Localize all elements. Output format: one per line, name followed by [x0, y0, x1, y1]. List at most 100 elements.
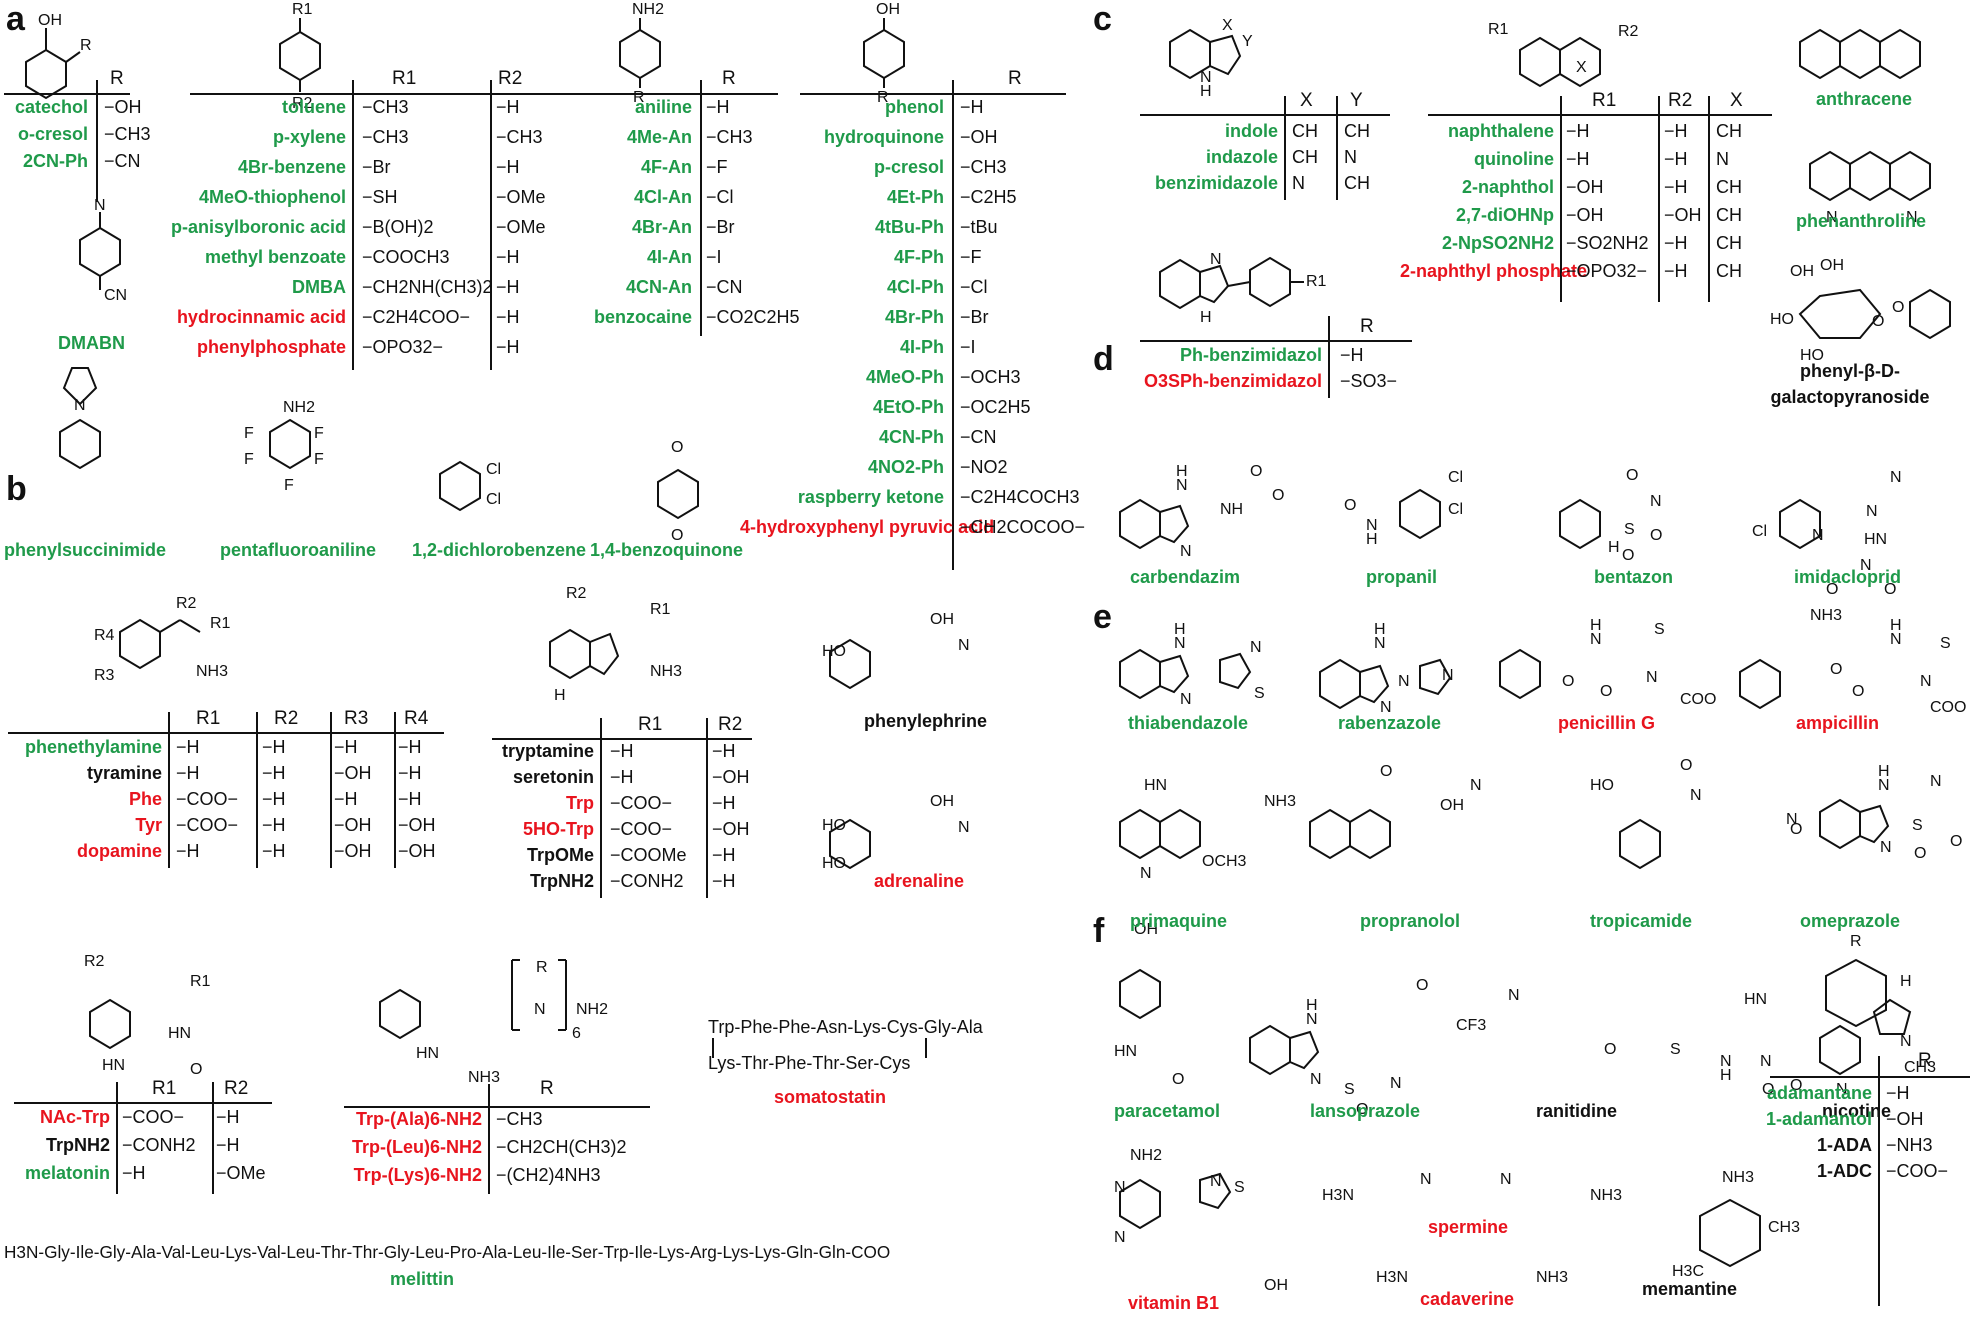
svg-text:NH2: NH2 — [632, 1, 664, 18]
table-row-value: −OH — [1886, 1109, 1924, 1129]
dmabn-label: DMABN — [58, 333, 125, 353]
indole-table-rule — [1140, 114, 1390, 116]
table-row-name: benzocaine — [593, 307, 692, 327]
table-row-value: −CH3 — [104, 124, 151, 144]
disulfide-bond-1 — [712, 1038, 714, 1058]
phenylsuccinimide-label: phenylsuccinimide — [4, 540, 167, 560]
table-row-name: Trp-(Lys)6-NH2 — [353, 1165, 482, 1185]
svg-text:H3C: H3C — [1672, 1263, 1704, 1280]
indole-div-2 — [1336, 96, 1338, 200]
svg-text:NH3: NH3 — [1590, 1187, 1622, 1204]
table-row-value: −H — [1566, 121, 1590, 141]
table-row-value: −OH — [334, 763, 372, 783]
table-row-value: −CH3 — [496, 127, 543, 147]
svg-text:N: N — [534, 1001, 546, 1018]
svg-text:HO: HO — [1800, 347, 1824, 364]
svg-text:N: N — [1826, 209, 1838, 226]
svg-text:HO: HO — [1770, 311, 1794, 328]
table-row-name: indole — [1225, 121, 1278, 141]
svg-text:O: O — [1826, 581, 1838, 598]
table-row-value: CH — [1716, 205, 1742, 225]
table-row-value: −H — [176, 763, 200, 783]
svg-text:O: O — [1416, 977, 1428, 994]
svg-text:O: O — [1892, 299, 1904, 316]
table-row-name: DMBA — [292, 277, 346, 297]
table-row-value: −Br — [362, 157, 391, 177]
melittin-sequence: H3N-Gly-Ile-Gly-Ala-Val-Leu-Lys-Val-Leu-… — [4, 1242, 891, 1262]
svg-text:O: O — [1762, 1081, 1774, 1098]
table-row-name: TrpNH2 — [529, 871, 594, 891]
svg-text:S: S — [1654, 621, 1665, 638]
svg-text:R2: R2 — [84, 953, 105, 970]
table-row-value: N — [1716, 149, 1729, 169]
benzimidazol-table-rule — [1140, 340, 1412, 342]
svg-text:COO: COO — [1930, 699, 1966, 716]
svg-text:OH: OH — [1790, 263, 1814, 280]
cadaverine-label: cadaverine — [1420, 1289, 1515, 1309]
table-row-value: −SH — [362, 187, 398, 207]
table-row-value: −H — [262, 789, 286, 809]
phenethyl-table-rule — [8, 732, 444, 734]
table-row-name: hydroquinone — [824, 127, 944, 147]
svg-text:CF3: CF3 — [1456, 1017, 1486, 1034]
table-row-name: 4CN-Ph — [878, 427, 944, 447]
table-row-value: −H — [1886, 1083, 1910, 1103]
svg-text:R1: R1 — [210, 615, 231, 632]
naph-header-r1: R1 — [1592, 90, 1617, 111]
svg-text:N: N — [1114, 1179, 1126, 1196]
svg-text:O: O — [1884, 581, 1896, 598]
table-row-name: tryptamine — [501, 741, 594, 761]
table-row-value: −OCH3 — [960, 367, 1021, 387]
svg-text:S: S — [1344, 1081, 1355, 1098]
table-row-value: −H — [1664, 233, 1688, 253]
table-row-value: CH — [1292, 121, 1318, 141]
svg-text:HN: HN — [1144, 777, 1167, 794]
svg-text:H: H — [1366, 531, 1378, 548]
table-row-value: CH — [1292, 147, 1318, 167]
table-row-value: −H — [496, 307, 520, 327]
table-row-name: p-cresol — [873, 157, 944, 177]
table-row-value: −SO3− — [1340, 371, 1398, 391]
compound-label: lansoprazole — [1310, 1101, 1421, 1121]
benzene-header-r2: R2 — [498, 68, 523, 89]
adamantane-header-r: R — [1918, 1050, 1932, 1071]
table-row-value: −CN — [960, 427, 997, 447]
table-row-value: −Cl — [960, 277, 988, 297]
table-row-name: p-anisylboronic acid — [170, 217, 346, 237]
svg-text:OH: OH — [930, 611, 954, 628]
table-row-name: tyramine — [86, 763, 162, 783]
svg-text:O: O — [1914, 845, 1926, 862]
pentafluoroaniline-label: pentafluoroaniline — [220, 540, 377, 560]
svg-text:HO: HO — [822, 855, 846, 872]
table-row-value: −COO− — [610, 793, 673, 813]
indole-div-1 — [1284, 96, 1286, 200]
compound-label: carbendazim — [1130, 567, 1241, 587]
table-row-value: −CH3 — [960, 157, 1007, 177]
svg-text:Cl: Cl — [486, 491, 501, 508]
tryptamine-div-1 — [600, 718, 602, 898]
table-row-value: N — [1344, 147, 1357, 167]
panel-label-f: f — [1093, 912, 1105, 950]
svg-text:O: O — [1562, 673, 1574, 690]
table-row-value: −CH3 — [496, 1109, 543, 1129]
svg-text:OH: OH — [38, 12, 62, 29]
table-row-value: −COO− — [1886, 1161, 1949, 1181]
svg-text:N: N — [1114, 1229, 1126, 1246]
svg-text:NH2: NH2 — [283, 399, 315, 416]
table-row-name: 4I-An — [647, 247, 692, 267]
svg-text:OH: OH — [1264, 1277, 1288, 1294]
somatostatin-sequence-line2: Lys-Thr-Phe-Thr-Ser-Cys — [708, 1053, 911, 1073]
melittin-label: melittin — [390, 1269, 455, 1289]
nac-header-r2: R2 — [224, 1078, 249, 1099]
svg-text:N: N — [1176, 477, 1188, 494]
compound-label: bentazon — [1594, 567, 1673, 587]
svg-text:R: R — [633, 89, 645, 106]
panel-label-a: a — [6, 0, 25, 38]
table-row-value: −H — [706, 97, 730, 117]
table-row-value: −H — [712, 741, 736, 761]
table-row-value: −H — [610, 741, 634, 761]
svg-text:F: F — [244, 451, 254, 468]
svg-text:S: S — [1940, 635, 1951, 652]
table-row-name: quinoline — [1474, 149, 1554, 169]
table-row-value: −H — [496, 97, 520, 117]
